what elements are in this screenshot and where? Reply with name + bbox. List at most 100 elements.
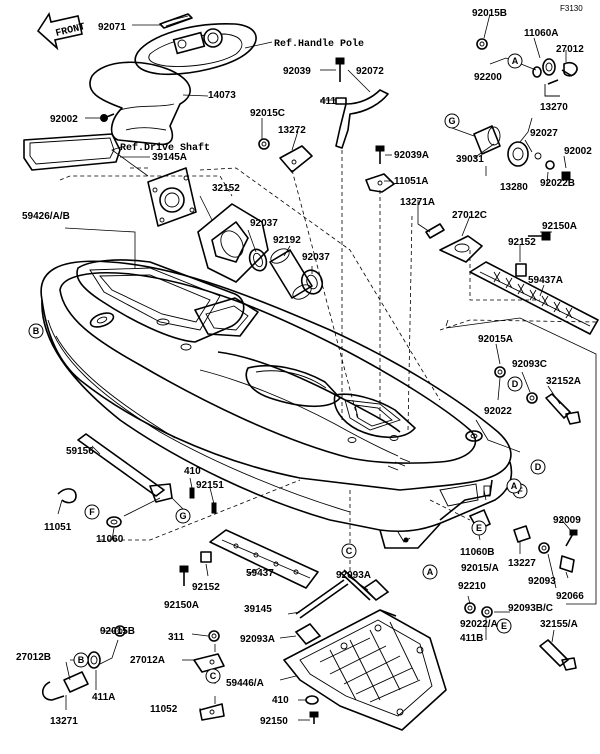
pads-92093a — [294, 578, 390, 646]
part-label: 92066 — [556, 591, 584, 602]
callout-marker: B — [28, 323, 44, 339]
fitting-cluster-bottom-right — [464, 508, 578, 671]
callout-marker: D — [507, 376, 523, 392]
part-label: 13271 — [50, 716, 78, 727]
part-label: 410 — [184, 466, 201, 477]
part-label: 27012 — [556, 44, 584, 55]
handle-pole-cover — [134, 13, 257, 76]
part-label: 92022 — [484, 406, 512, 417]
part-label: 92037 — [250, 218, 278, 229]
part-label: 92093A — [240, 634, 275, 645]
part-label: 410 — [272, 695, 289, 706]
part-label: 92152 — [192, 582, 220, 593]
callout-letter: A — [512, 56, 519, 66]
part-label: 59437A — [528, 275, 563, 286]
callout-letter: F — [89, 507, 95, 517]
part-label: 39031 — [456, 154, 484, 165]
tube-59156 — [57, 433, 217, 528]
part-label: 92071 — [98, 22, 126, 33]
part-label: 32152 — [212, 183, 240, 194]
part-label: 311 — [168, 632, 185, 643]
part-label: 411 — [320, 96, 337, 107]
part-label: 92200 — [474, 72, 502, 83]
part-label: 92150A — [542, 221, 577, 232]
part-label: 92009 — [553, 515, 581, 526]
callout-marker: A — [507, 53, 523, 69]
clamp-92072 — [335, 57, 389, 149]
part-label: 92002 — [50, 114, 78, 125]
callout-letter: B — [78, 655, 85, 665]
bolt-92002 — [100, 113, 115, 122]
part-label: 92093B/C — [508, 603, 553, 614]
gasket-39145a — [23, 133, 121, 171]
part-label: 92039 — [283, 66, 311, 77]
part-label: 92093 — [528, 576, 556, 587]
part-label: 11051 — [44, 522, 72, 533]
latch-assembly-top-right — [476, 38, 578, 97]
callout-marker: D — [530, 459, 546, 475]
latch-27012a — [193, 630, 225, 721]
part-label: 92015B — [100, 626, 135, 637]
callout-letter: G — [448, 116, 455, 126]
part-label: 92027 — [530, 128, 558, 139]
callout-letter: D — [535, 462, 542, 472]
part-label: 11060B — [460, 547, 494, 558]
part-labels: 92071 14073 92002 39145 A 59426/A/B 32152 92037… — [16, 8, 592, 727]
part-label: 92152 — [508, 237, 536, 248]
bracket-13272 — [258, 138, 313, 173]
part-label: 92210 — [458, 581, 486, 592]
part-label: 92015B — [472, 8, 507, 19]
part-label: 92150 — [260, 716, 288, 727]
part-label: 59156 — [66, 446, 94, 457]
part-label: 92192 — [273, 235, 301, 246]
part-label: 92015/A — [461, 563, 499, 574]
bracket-11051a — [365, 145, 395, 193]
part-label: 13227 — [508, 558, 536, 569]
part-label: 27012B — [16, 652, 51, 663]
latch-27012c — [425, 223, 483, 263]
callout-letter: C — [210, 671, 217, 681]
callout-letter: E — [476, 523, 482, 533]
callout-marker: G — [175, 508, 191, 524]
clamps-and-sleeve — [248, 248, 324, 300]
part-label: 39145 — [244, 604, 272, 615]
part-label: 92093A — [336, 570, 371, 581]
ref-drive-shaft: Ref.Drive Shaft — [120, 142, 210, 154]
part-label: 92039A — [394, 150, 429, 161]
callout-marker: E — [471, 520, 487, 536]
plate-59437 — [179, 529, 319, 589]
latch-27012b — [41, 625, 126, 701]
callout-letter: F — [517, 486, 523, 496]
part-label: 92072 — [356, 66, 384, 77]
part-label: 92022/A — [460, 619, 498, 630]
part-label: 59446/A — [226, 678, 264, 689]
callout-letter: A — [511, 481, 518, 491]
part-label: 32152A — [546, 376, 581, 387]
callout-marker: B — [73, 652, 89, 668]
callout-letter: B — [33, 326, 40, 336]
callout-marker: F — [84, 504, 100, 520]
figure-code: F3130 — [560, 4, 583, 13]
part-label: 59426/A/B — [22, 211, 70, 222]
plate-59437a — [469, 231, 599, 335]
shaft-housing-32152 — [197, 203, 269, 283]
part-label: 92150A — [164, 600, 199, 611]
callout-letter: G — [179, 511, 186, 521]
part-label: 13271A — [400, 197, 435, 208]
part-label: 92093C — [512, 359, 547, 370]
callout-marker: E — [496, 618, 512, 634]
part-label: 13270 — [540, 102, 568, 113]
ride-plate-59446 — [283, 609, 447, 731]
part-label: 92015C — [250, 108, 285, 119]
part-label: 92015A — [478, 334, 513, 345]
part-label: 92151 — [196, 480, 224, 491]
front-arrow-icon: FRONT — [36, 12, 86, 51]
dashed-alignment-lines — [59, 150, 597, 580]
part-label: 14073 — [208, 90, 236, 101]
fitting-assembly-right — [473, 125, 571, 181]
part-label: 27012C — [452, 210, 487, 221]
part-label: 13272 — [278, 125, 306, 136]
part-label: 11052 — [150, 704, 178, 715]
